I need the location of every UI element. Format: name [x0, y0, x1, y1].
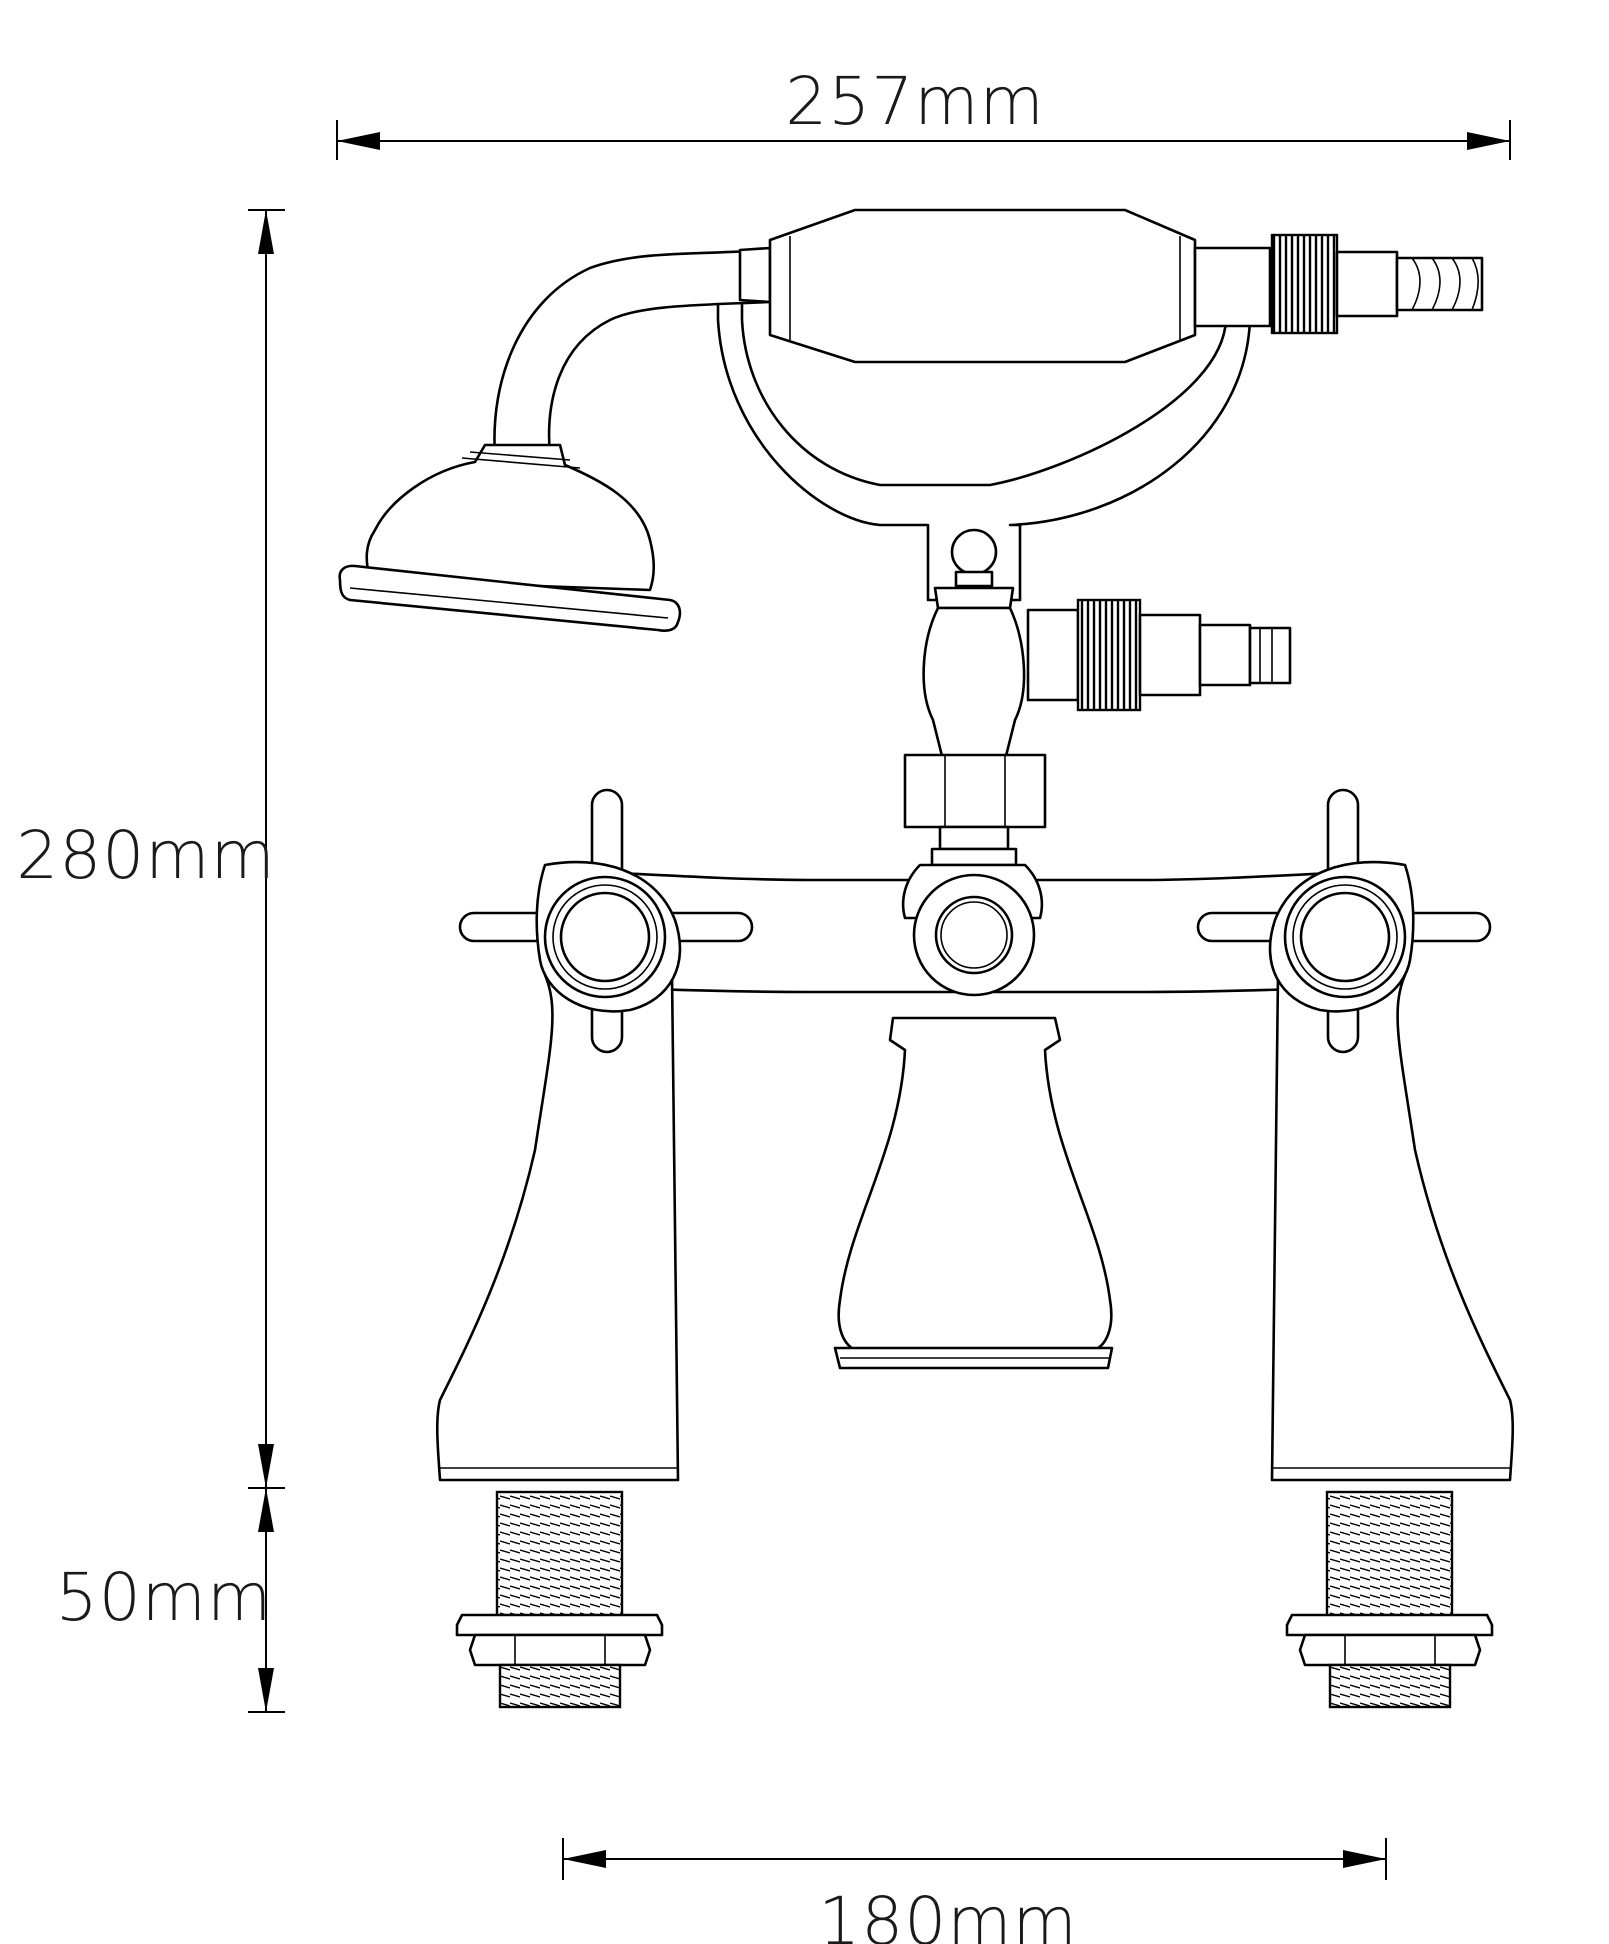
centres-label: 180mm	[818, 1883, 1078, 1944]
height-label: 280mm	[16, 817, 276, 894]
right-pillar	[1270, 973, 1515, 1482]
mixer-bridge	[558, 863, 1392, 997]
handset-body	[738, 208, 1484, 364]
dimension-width-top: 257mm	[336, 63, 1511, 160]
dimension-centres: 180mm	[562, 1838, 1387, 1944]
right-tail	[1285, 1490, 1494, 1709]
hose-nut-top	[1270, 233, 1339, 335]
side-hose-outlet	[1026, 598, 1292, 712]
dimension-height: 280mm	[16, 209, 285, 1489]
shower-head	[338, 443, 682, 633]
tail-length-label: 50mm	[56, 1559, 273, 1636]
bath-spout	[833, 1016, 1114, 1370]
left-tail	[455, 1490, 664, 1709]
left-pillar	[435, 973, 680, 1482]
left-cross-handle	[458, 788, 754, 1054]
hose-nut-side	[1076, 598, 1142, 712]
width-top-label: 257mm	[785, 63, 1045, 140]
right-cross-handle	[1196, 788, 1492, 1054]
dimension-tail-length: 50mm	[56, 1488, 285, 1713]
diverter-column	[903, 528, 1047, 867]
